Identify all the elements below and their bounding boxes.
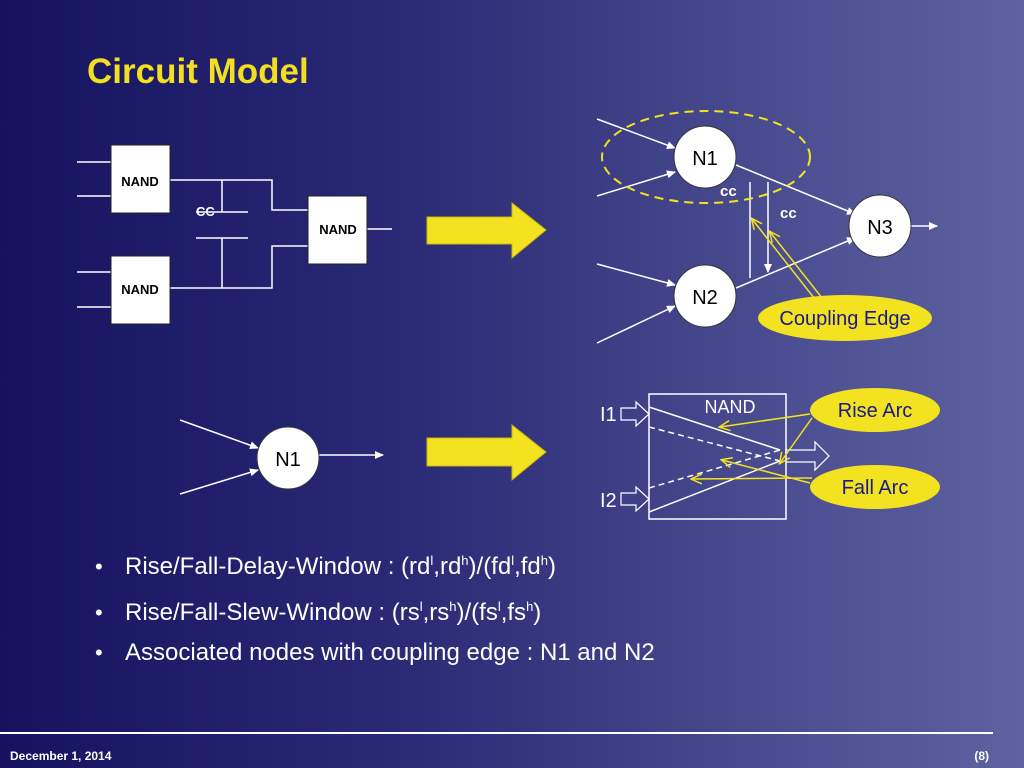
fall-arc-bubble: Fall Arc [810, 465, 940, 509]
nand-gate-top: NAND [110, 144, 171, 214]
node-n3-label: N3 [867, 217, 893, 239]
coupling-label-left: cc [720, 183, 737, 200]
rise-arc-label: Rise Arc [838, 400, 912, 422]
nand-arc-model: NAND [620, 393, 830, 520]
coupling-capacitor-label: CC [196, 204, 215, 219]
coupling-edge-pointers [752, 219, 827, 304]
bullet-associated-nodes: •Associated nodes with coupling edge : N… [95, 635, 655, 681]
bullet-marker: • [95, 640, 103, 665]
single-node-graph [179, 419, 384, 495]
input-i1-arrow [620, 400, 650, 428]
footer-divider [0, 732, 993, 734]
fall-arc-label: Fall Arc [842, 477, 909, 499]
input-i2-label: I2 [600, 490, 617, 512]
coupling-edge-label: Coupling Edge [779, 308, 910, 330]
coupling-edge-bubble: Coupling Edge [758, 295, 932, 341]
gate-schematic [77, 161, 392, 308]
node-n1-alt: N1 [256, 426, 320, 490]
arc-pointers [692, 413, 813, 483]
transform-arrow-bottom [426, 423, 547, 482]
transform-arrow-top [426, 201, 547, 260]
node-n1: N1 [673, 125, 737, 189]
rise-arc-bubble: Rise Arc [810, 388, 940, 432]
nand-gate-bottom-label: NAND [121, 282, 159, 297]
footer-date: December 1, 2014 [10, 749, 112, 763]
node-n1-label: N1 [692, 148, 718, 170]
bullet-slew-window: •Rise/Fall-Slew-Window : (rsl,rsh)/(fsl,… [95, 589, 655, 635]
node-n1-highlight [601, 110, 811, 204]
node-n2-label: N2 [692, 287, 718, 309]
bullet-list: •Rise/Fall-Delay-Window : (rdl,rdh)/(fdl… [95, 543, 655, 681]
nand-gate-top-label: NAND [121, 174, 159, 189]
node-n1-alt-label: N1 [275, 449, 301, 471]
output-arrow [785, 440, 830, 472]
nand-gate-output-label: NAND [319, 222, 357, 237]
coupling-label-right: cc [780, 205, 797, 222]
slide-title: Circuit Model [87, 52, 309, 91]
nand-arc-model-label: NAND [704, 397, 755, 417]
input-i2-arrow [620, 485, 650, 513]
nand-gate-bottom: NAND [110, 255, 171, 325]
bullet-marker: • [95, 600, 103, 625]
bullet-delay-window: •Rise/Fall-Delay-Window : (rdl,rdh)/(fdl… [95, 543, 655, 589]
nand-gate-output: NAND [307, 195, 368, 265]
input-i1-label: I1 [600, 404, 617, 426]
footer-page-number: (8) [974, 749, 989, 763]
node-n3: N3 [848, 194, 912, 258]
node-n2: N2 [673, 264, 737, 328]
bullet-marker: • [95, 554, 103, 579]
